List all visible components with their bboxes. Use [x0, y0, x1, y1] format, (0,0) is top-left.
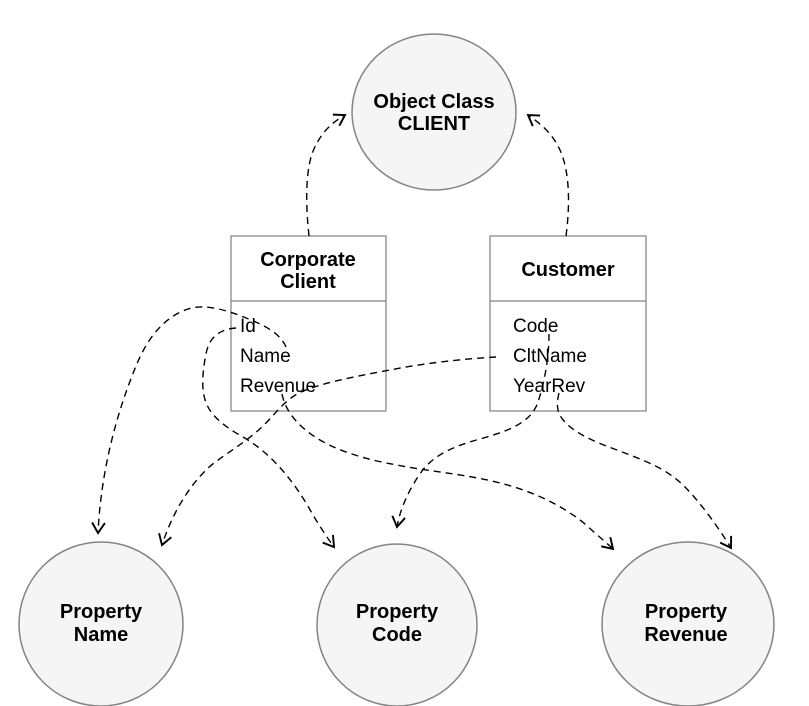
customer-attr-code: Code	[513, 316, 558, 337]
property-code-label-line1: Property	[356, 601, 439, 623]
object-class-label-line1: Object Class	[373, 91, 494, 113]
property-name-label-line2: Name	[74, 624, 128, 646]
corporate-client-attr-id: Id	[240, 316, 256, 337]
customer-attr-yearrev: YearRev	[513, 376, 586, 397]
property-revenue-label-line1: Property	[645, 601, 728, 623]
property-code-label-line2: Code	[372, 624, 422, 646]
property-revenue-label-line2: Revenue	[644, 624, 727, 646]
property-name-node	[18, 541, 184, 706]
object-class-node	[351, 33, 517, 191]
arrow-cltname-to-property-name	[158, 356, 497, 547]
arrow-yearrev-to-property-revenue	[556, 392, 733, 550]
arrow-name-to-property-name	[91, 306, 287, 535]
corporate-client-box	[230, 235, 387, 412]
property-name-label-line1: Property	[60, 601, 143, 623]
corporate-client-title-line1: Corporate	[260, 249, 356, 271]
corporate-client-attr-name: Name	[240, 346, 291, 367]
arrow-revenue-to-property-revenue	[281, 393, 615, 551]
customer-attr-cltname: CltName	[513, 346, 587, 367]
corporate-client-title-line2: Client	[280, 271, 336, 293]
object-class-label-line2: CLIENT	[398, 113, 470, 135]
arrow-id-to-property-code	[202, 327, 336, 549]
customer-title: Customer	[521, 259, 615, 281]
property-code-node	[316, 543, 478, 706]
arrow-corporate-client-to-object-class	[306, 113, 347, 237]
corporate-client-attr-revenue: Revenue	[240, 376, 316, 397]
arrow-customer-to-object-class	[526, 113, 570, 237]
property-revenue-node	[601, 541, 775, 706]
customer-box	[489, 235, 647, 412]
